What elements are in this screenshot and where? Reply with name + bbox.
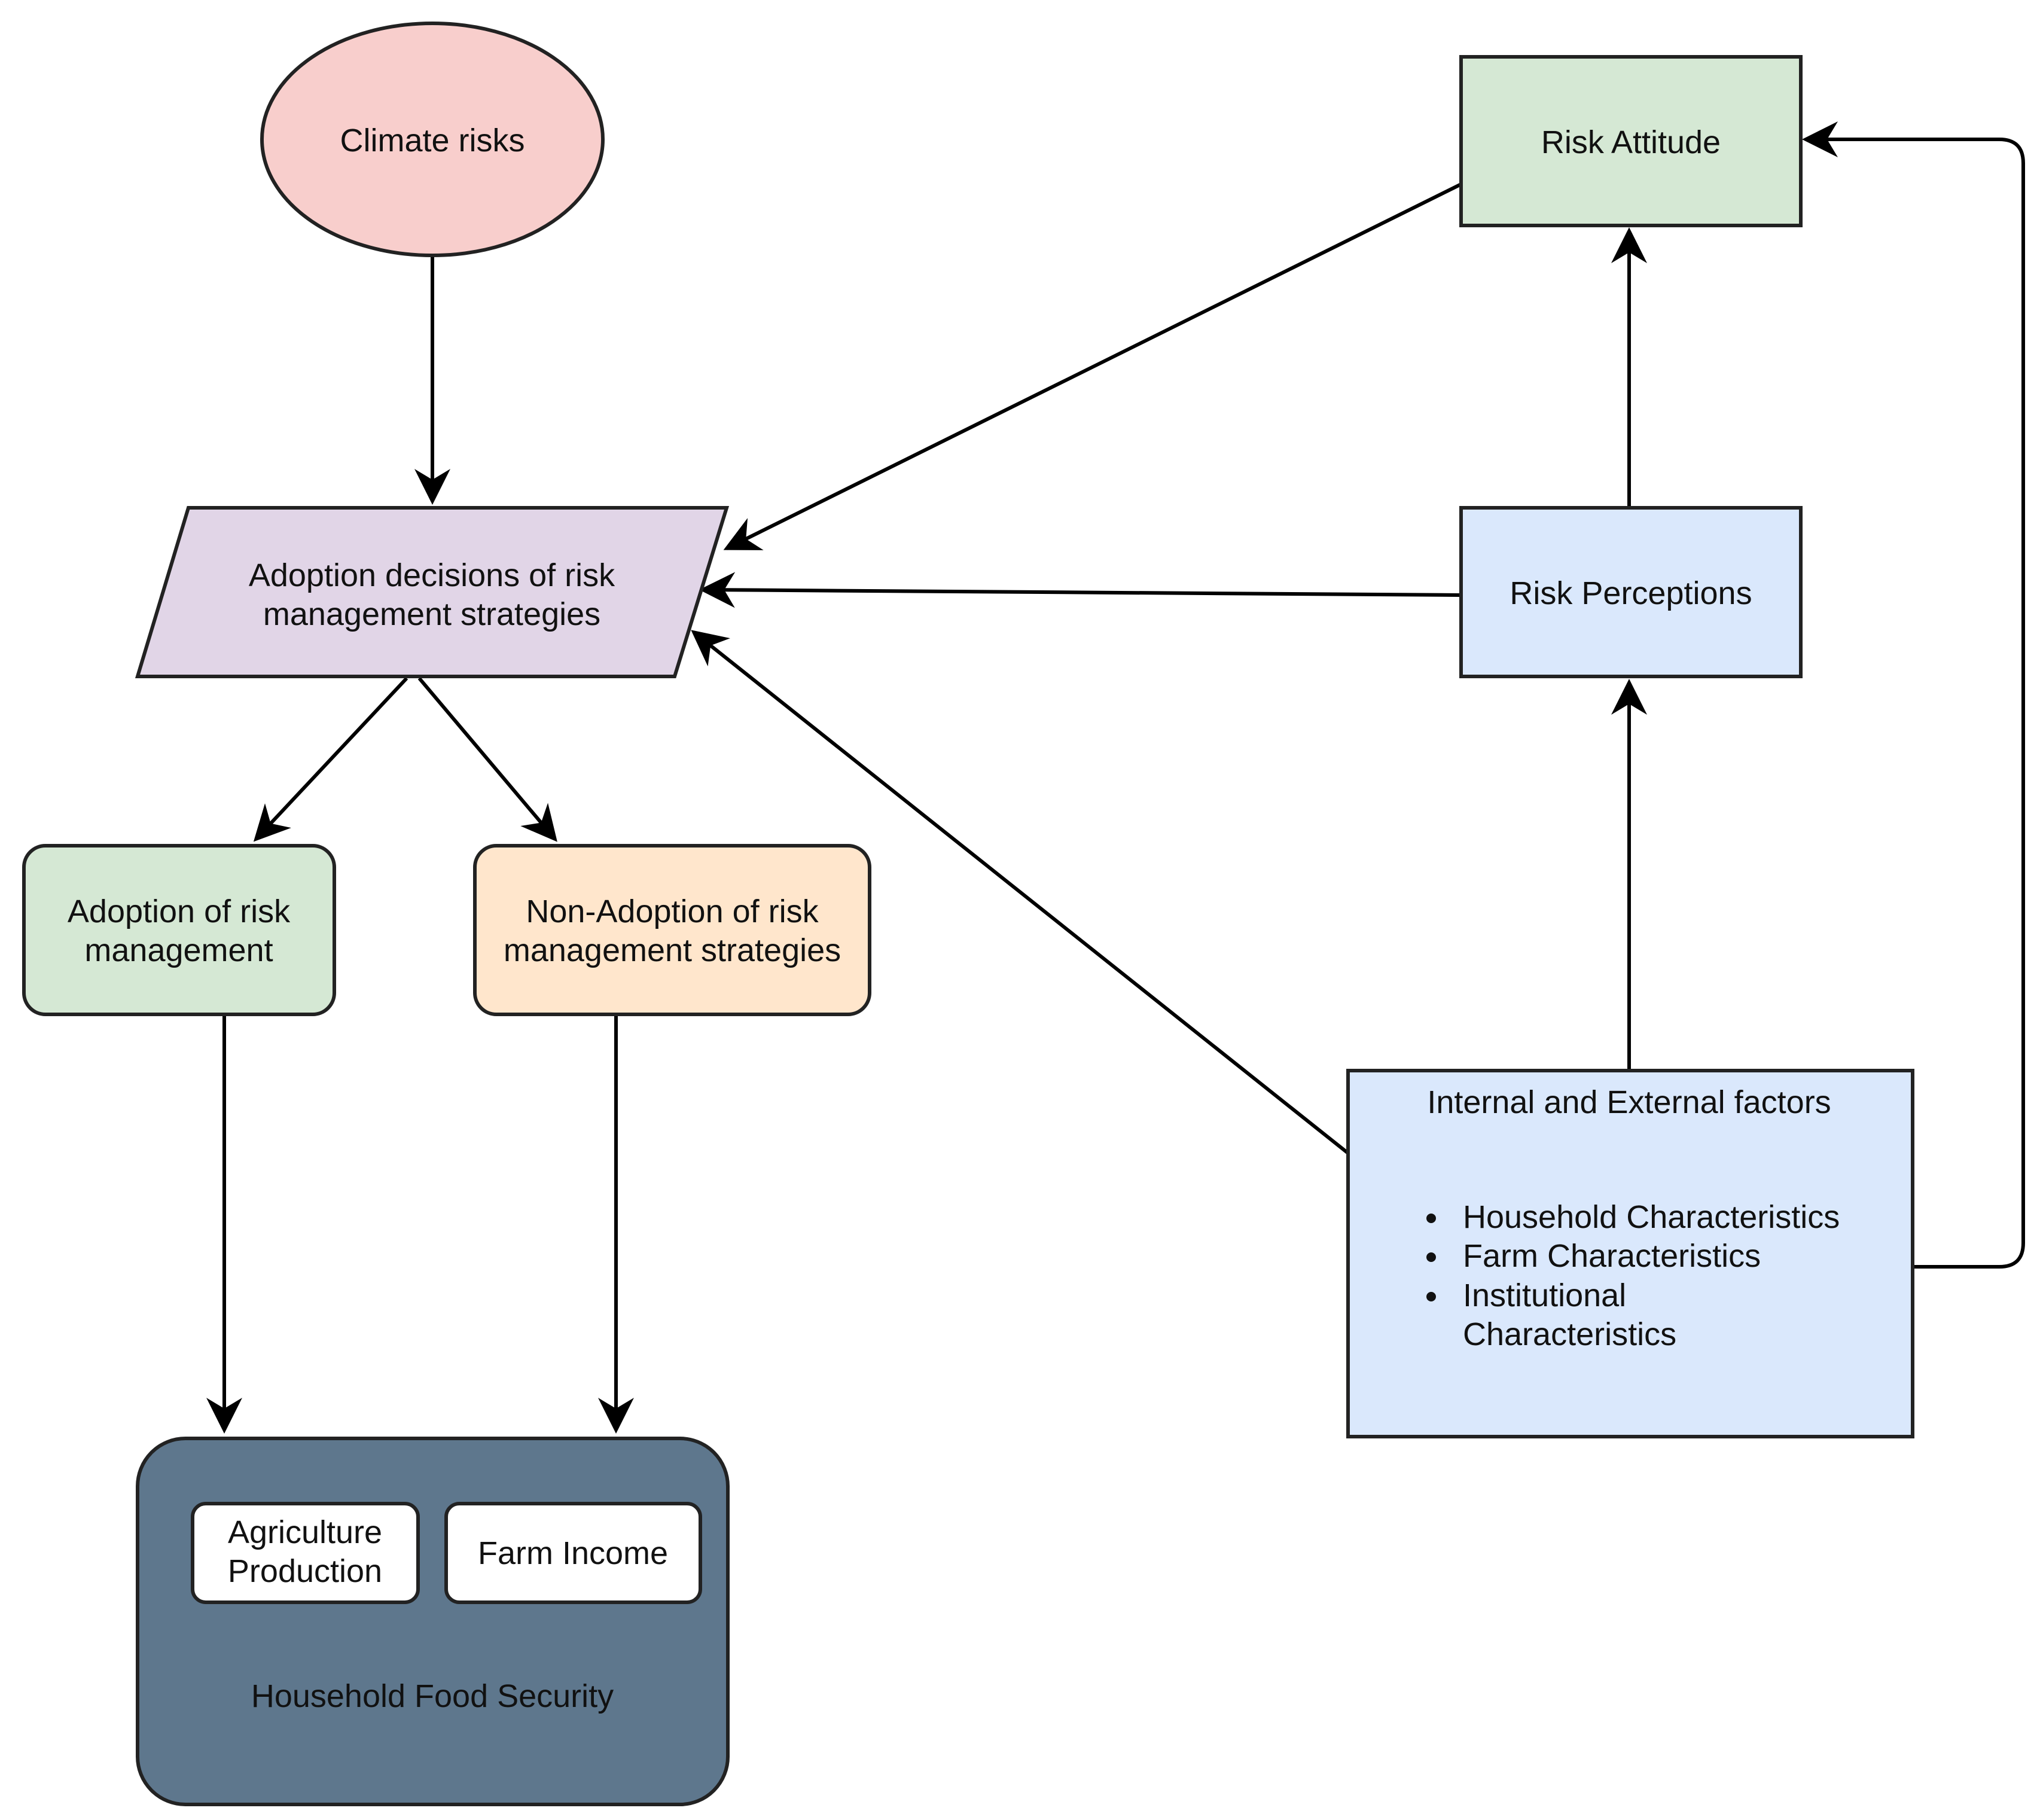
edge-factors-to-attitude	[1802, 121, 2025, 1269]
factors-bullet-2	[1426, 1252, 1436, 1262]
risk-perceptions-label: Risk Perceptions	[1510, 575, 1752, 611]
farm-income-label: Farm Income	[478, 1535, 668, 1571]
node-non-adoption: Non-Adoption of risk management strategi…	[473, 844, 871, 1016]
edges	[206, 121, 2025, 1434]
factors-box	[1346, 1069, 1914, 1438]
risk-attitude-label: Risk Attitude	[1541, 124, 1721, 160]
node-adoption-decisions: Adoption decisions of risk management st…	[135, 506, 730, 678]
factors-item-household: Household Characteristics	[1463, 1199, 1840, 1235]
factors-item-farm: Farm Characteristics	[1463, 1238, 1761, 1274]
node-risk-attitude: Risk Attitude	[1459, 55, 1803, 227]
non-adoption-label-line2: management strategies	[504, 932, 841, 968]
adoption-decisions-label-line1: Adoption decisions of risk	[249, 557, 615, 593]
adoption-box	[22, 844, 336, 1016]
farm-income-box-group: Farm Income	[444, 1502, 702, 1604]
agriculture-production-label-line1: Agriculture	[228, 1514, 382, 1550]
adoption-label-line2: management	[84, 932, 273, 968]
edge-perceptions-to-decisions	[699, 572, 1462, 608]
edge-factors-to-decisions	[691, 630, 1349, 1155]
factors-title: Internal and External factors	[1427, 1084, 1831, 1120]
factors-item-institutional-cont: Characteristics	[1463, 1316, 1676, 1352]
adoption-decisions-label-line2: management strategies	[263, 596, 600, 632]
factors-bullet-1	[1426, 1214, 1436, 1223]
climate-risks-ellipse	[260, 22, 605, 257]
farm-income-box	[444, 1502, 702, 1604]
edge-attitude-to-decisions	[723, 182, 1462, 550]
adoption-decisions-parallelogram	[135, 506, 730, 678]
non-adoption-box	[473, 844, 871, 1016]
factors-item-institutional: Institutional	[1463, 1278, 1626, 1313]
risk-perceptions-box	[1459, 506, 1803, 678]
adoption-label-line1: Adoption of risk	[68, 894, 291, 929]
food-security-label: Household Food Security	[251, 1678, 614, 1714]
edge-decisions-to-adoption	[253, 676, 408, 842]
non-adoption-label-line1: Non-Adoption of risk	[526, 894, 819, 929]
node-risk-perceptions: Risk Perceptions	[1459, 506, 1803, 678]
node-adoption: Adoption of risk management	[22, 844, 336, 1016]
factors-bullet-3	[1426, 1292, 1436, 1301]
agriculture-production-box-group: Agriculture Production	[191, 1502, 420, 1604]
edge-decisions-to-non-adoption	[417, 677, 557, 842]
node-household-food-security: Agriculture Production Farm Income House…	[136, 1437, 730, 1806]
food-security-box	[136, 1437, 730, 1806]
risk-attitude-box	[1459, 55, 1803, 227]
node-climate-risks: Climate risks	[260, 22, 605, 257]
node-internal-external-factors: Internal and External factors Household …	[1346, 1069, 1914, 1438]
agriculture-production-label-line2: Production	[228, 1553, 382, 1589]
agriculture-production-box	[191, 1502, 420, 1604]
climate-risks-label: Climate risks	[340, 123, 525, 158]
